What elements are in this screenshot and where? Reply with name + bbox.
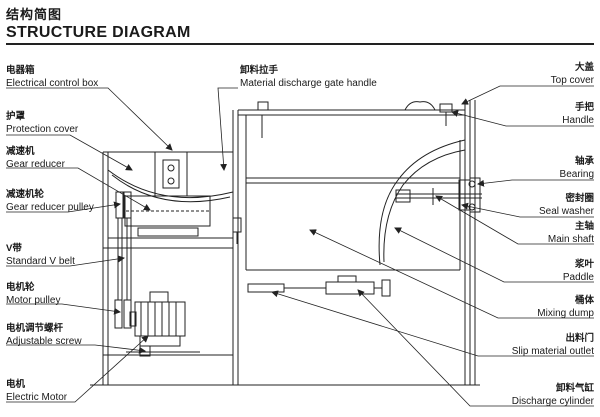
label-cn: 轴承: [574, 156, 594, 167]
label-electrical-control-box: 电器箱 Electrical control box: [6, 64, 98, 90]
label-cn: 减速机轮: [6, 189, 45, 200]
label-en: Top cover: [550, 75, 594, 86]
main-frame: [90, 100, 480, 386]
discharge-cylinder: [247, 275, 391, 297]
top-cover: [238, 101, 465, 138]
diagram-title-en: STRUCTURE DIAGRAM: [6, 24, 191, 41]
label-top-cover: 大盖 Top cover: [551, 61, 594, 87]
label-en: Electric Motor: [6, 392, 68, 403]
electrical-control-box: [154, 151, 188, 197]
gear-reducer: [124, 195, 211, 237]
label-cn: 桶体: [574, 295, 594, 306]
label-paddle: 浆叶 Paddle: [563, 258, 594, 284]
label-seal-washer: 密封圈 Seal washer: [539, 192, 594, 218]
label-electric-motor: 电机 Electric Motor: [6, 378, 67, 404]
label-en: Paddle: [562, 272, 594, 283]
label-cn: 电器箱: [6, 65, 35, 76]
label-en: Handle: [562, 115, 594, 126]
label-cn: 浆叶: [574, 259, 594, 270]
label-en: Motor pulley: [6, 295, 61, 306]
label-cn: 减速机: [6, 146, 35, 157]
discharge-gate-handle: [232, 217, 242, 244]
label-handle: 手把 Handle: [562, 101, 594, 127]
motor-pulley: [114, 299, 132, 329]
label-gear-reducer-pulley: 减速机轮 Gear reducer pulley: [6, 188, 94, 214]
label-en: Seal washer: [538, 206, 594, 217]
label-main-shaft: 主轴 Main shaft: [548, 220, 594, 246]
electric-motor: [129, 291, 186, 347]
label-en: Gear reducer: [6, 159, 65, 170]
label-en: Electrical control box: [6, 78, 99, 89]
label-bearing: 轴承 Bearing: [560, 155, 594, 181]
label-gear-reducer: 减速机 Gear reducer: [6, 145, 65, 171]
label-en: Bearing: [559, 169, 594, 180]
label-adjustable-screw: 电机调节螺杆 Adjustable screw: [6, 322, 82, 348]
label-standard-v-belt: V带 Standard V belt: [6, 242, 75, 268]
label-cn: 大盖: [574, 62, 594, 73]
label-discharge-gate-handle: 卸料拉手 Material discharge gate handle: [240, 64, 377, 90]
label-cn: V带: [6, 243, 22, 254]
label-cn: 卸料气缸: [555, 383, 594, 394]
label-cn: 密封圈: [565, 193, 594, 204]
label-cn: 手把: [574, 102, 594, 113]
label-en: Main shaft: [547, 234, 594, 245]
leader-lines: [6, 85, 594, 407]
label-en: Standard V belt: [6, 256, 75, 267]
label-slip-material-outlet: 出料门 Slip material outlet: [512, 332, 594, 358]
label-discharge-cylinder: 卸料气缸 Discharge cylinder: [512, 382, 594, 408]
label-en: Gear reducer pulley: [6, 202, 94, 213]
label-cn: 护罩: [6, 111, 26, 122]
label-en: Protection cover: [6, 124, 79, 135]
label-protection-cover: 护罩 Protection cover: [6, 110, 78, 136]
label-en: Slip material outlet: [511, 346, 594, 357]
label-en: Material discharge gate handle: [240, 78, 377, 89]
label-motor-pulley: 电机轮 Motor pulley: [6, 281, 60, 307]
label-mixing-dump: 桶体 Mixing dump: [537, 294, 594, 320]
label-en: Adjustable screw: [6, 336, 82, 347]
label-cn: 出料门: [565, 333, 594, 344]
diagram-title-cn: 结构简图: [6, 7, 63, 22]
label-en: Mixing dump: [537, 308, 594, 319]
label-cn: 电机轮: [6, 282, 35, 293]
label-cn: 卸料拉手: [240, 65, 279, 76]
label-cn: 电机调节螺杆: [6, 323, 64, 334]
title-underline: [6, 43, 594, 45]
label-cn: 电机: [6, 379, 26, 390]
mixing-tank-body: [245, 115, 466, 271]
label-en: Discharge cylinder: [511, 396, 594, 407]
label-cn: 主轴: [574, 221, 594, 232]
